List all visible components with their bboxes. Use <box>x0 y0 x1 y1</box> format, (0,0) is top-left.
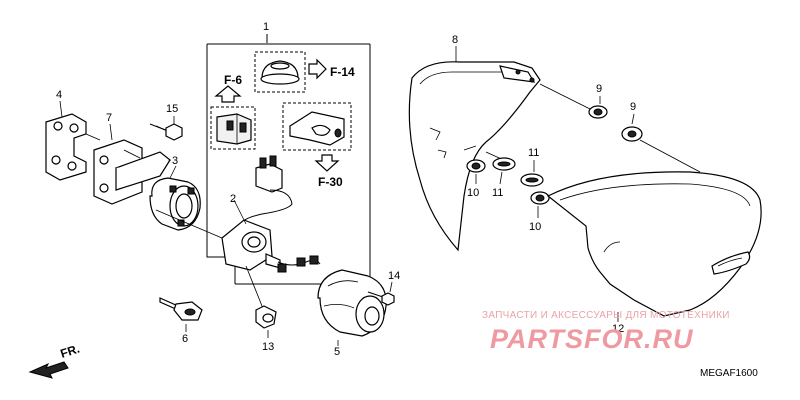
label-part-3: 3 <box>172 155 178 167</box>
label-part-6: 6 <box>182 333 188 345</box>
part-labels: 1 2 3 4 5 6 7 8 9 9 10 10 11 11 12 13 14… <box>56 21 636 358</box>
watermark-tagline: ЗАПЧАСТИ И АКСЕССУАРЫ ДЛЯ МОТОТЕХНИКИ <box>482 310 730 321</box>
front-direction-arrow <box>28 361 69 379</box>
label-part-10-right: 10 <box>529 221 541 233</box>
label-part-10-left: 10 <box>467 187 479 199</box>
label-part-7: 7 <box>106 112 112 124</box>
ref-f14: F-14 <box>330 65 355 79</box>
watermark-brand: PARTSFOR.RU <box>490 324 694 354</box>
part-2-switch <box>221 155 321 273</box>
part-13-screw <box>245 265 277 338</box>
label-part-12: 12 <box>612 323 624 335</box>
f6-detail <box>210 85 256 150</box>
label-part-11-left: 11 <box>492 187 503 199</box>
grommets <box>466 96 701 218</box>
part-12-right-cover <box>546 171 762 322</box>
part-5-cover <box>317 269 387 346</box>
ref-f30: F-30 <box>318 175 343 189</box>
part-8-left-cover <box>408 46 593 252</box>
reference-labels: F-6 F-14 F-30 FR. MEGAF1600 <box>59 65 759 379</box>
label-part-5: 5 <box>334 346 340 358</box>
part-4-stay <box>45 100 101 181</box>
label-part-2: 2 <box>230 193 236 205</box>
label-part-15: 15 <box>166 103 178 115</box>
ref-f6: F-6 <box>224 73 242 87</box>
label-part-9-upper: 9 <box>596 83 602 95</box>
label-part-4: 4 <box>56 89 62 101</box>
f30-detail <box>282 102 352 172</box>
label-part-13: 13 <box>262 341 274 353</box>
label-part-9-lower: 9 <box>630 101 636 113</box>
part-3-cylinder <box>149 165 223 239</box>
part-7-bracket <box>93 123 172 205</box>
watermark: ЗАПЧАСТИ И АКСЕССУАРЫ ДЛЯ МОТОТЕХНИКИ PA… <box>482 310 730 354</box>
diagram-code: MEGAF1600 <box>700 368 758 379</box>
label-part-14: 14 <box>388 270 400 282</box>
label-part-1: 1 <box>263 21 269 33</box>
part-6-key <box>159 297 203 332</box>
part-15-bolt <box>149 116 183 141</box>
cap-detail <box>254 51 327 93</box>
front-direction-label: FR. <box>59 342 82 361</box>
label-part-8: 8 <box>452 34 458 46</box>
part-14-bolt <box>367 281 395 306</box>
label-part-11-right: 11 <box>528 147 539 159</box>
